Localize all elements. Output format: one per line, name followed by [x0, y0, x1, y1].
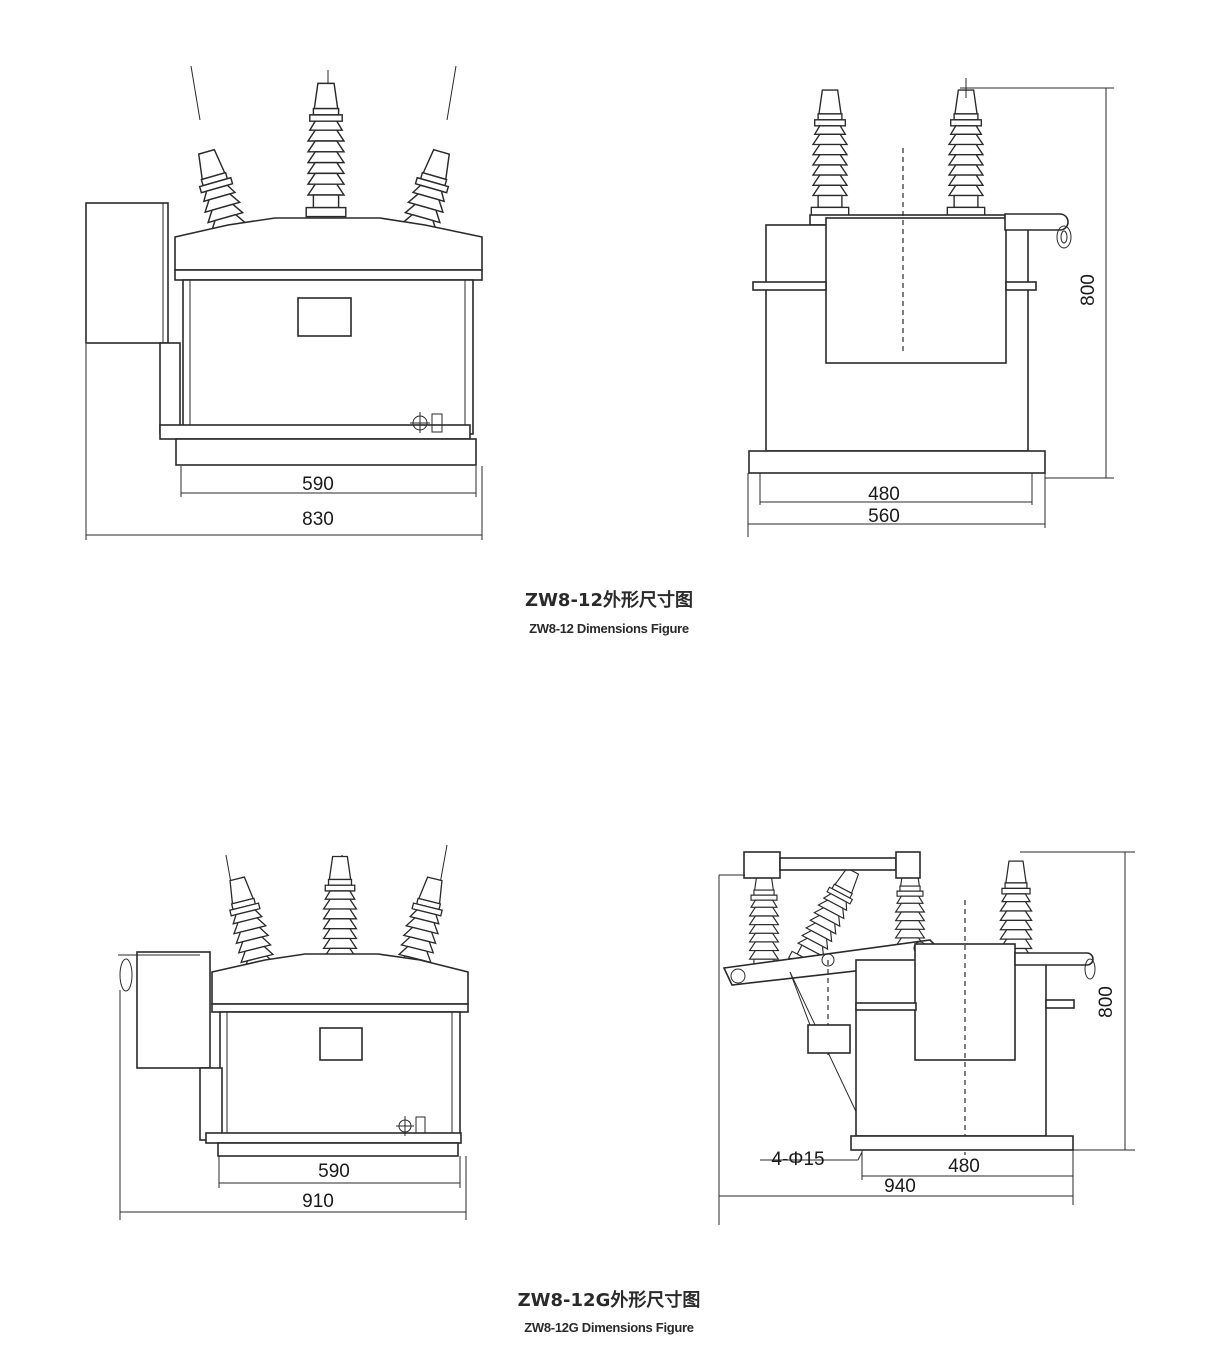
fig1-caption-en: ZW8-12 Dimensions Figure: [529, 621, 689, 636]
fig1-caption-cn: ZW8-12外形尺寸图: [525, 590, 693, 611]
fig1-side-dim-overall: 560: [868, 506, 900, 527]
fig2-side-dim-holes: 4-Φ15: [771, 1149, 824, 1170]
fig1-side-dim-height: 800: [1078, 274, 1099, 306]
fig2-front-view: [118, 844, 469, 1220]
fig2-side-dim-height: 800: [1096, 986, 1117, 1018]
fig2-caption-cn: ZW8-12G外形尺寸图: [517, 1290, 701, 1311]
fig1-front-dim-overall: 830: [302, 509, 334, 530]
fig1-front-view: [85, 65, 483, 540]
fig2-side-dim-inner: 480: [948, 1156, 980, 1177]
fig2-caption-en: ZW8-12G Dimensions Figure: [524, 1320, 694, 1335]
fig1-front-dim-inner: 590: [302, 474, 334, 495]
fig1-side-dim-inner: 480: [868, 484, 900, 505]
fig2-side-view: [718, 851, 1135, 1225]
fig1-side-view: [747, 78, 1114, 537]
fig2-front-dim-overall: 910: [302, 1191, 334, 1212]
fig2-front-dim-inner: 590: [318, 1161, 350, 1182]
fig2-side-dim-overall: 940: [884, 1176, 916, 1197]
